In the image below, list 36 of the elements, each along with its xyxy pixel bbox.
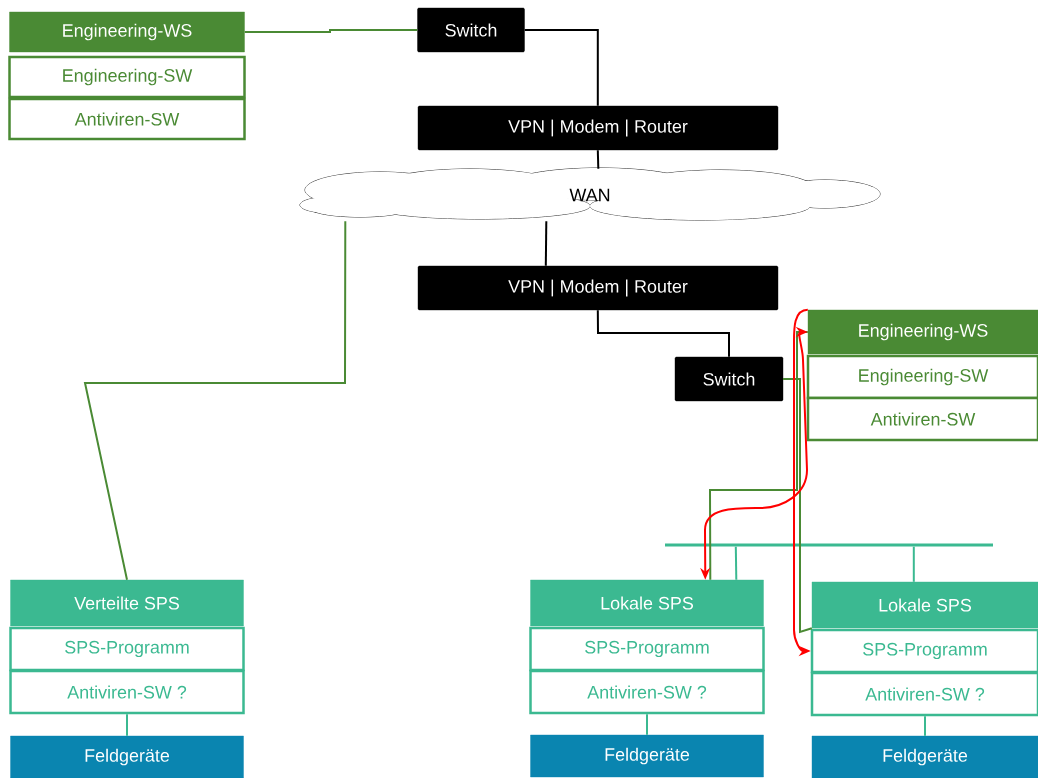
controller-box: Verteilte SPS bbox=[10, 579, 244, 627]
connection-line bbox=[924, 715, 926, 737]
software-box: SPS-Programm bbox=[810, 628, 1038, 674]
network-device-box: VPN | Modem | Router bbox=[417, 105, 779, 151]
connection-line bbox=[596, 309, 730, 358]
software-box: Antiviren-SW ? bbox=[529, 669, 765, 715]
connection-line bbox=[782, 378, 813, 634]
network-device-box: Switch bbox=[674, 356, 784, 402]
connection-line bbox=[596, 149, 600, 170]
connection-line bbox=[243, 29, 419, 33]
station-box: Engineering-WS bbox=[9, 11, 245, 53]
bus-line bbox=[665, 543, 993, 547]
connection-line bbox=[544, 220, 548, 267]
wan-cloud: WAN bbox=[299, 167, 881, 221]
software-box: Antiviren-SW ? bbox=[810, 671, 1038, 717]
software-box: Antiviren-SW bbox=[806, 396, 1038, 442]
controller-box: Lokale SPS bbox=[811, 581, 1038, 629]
field-device-box: Feldgeräte bbox=[811, 735, 1038, 778]
network-device-box: VPN | Modem | Router bbox=[417, 265, 779, 311]
connection-line bbox=[646, 713, 648, 736]
connection-line bbox=[83, 220, 347, 581]
field-device-box: Feldgeräte bbox=[530, 734, 764, 778]
connection-line bbox=[126, 713, 128, 737]
connection-line bbox=[709, 378, 798, 581]
software-box: Antiviren-SW bbox=[8, 97, 246, 141]
connection-line bbox=[523, 29, 599, 107]
software-box: SPS-Programm bbox=[9, 626, 245, 672]
node-label: WAN bbox=[569, 188, 610, 202]
controller-box: Lokale SPS bbox=[530, 579, 764, 627]
software-box: Engineering-SW bbox=[8, 55, 246, 99]
field-device-box: Feldgeräte bbox=[10, 735, 244, 778]
network-device-box: Switch bbox=[417, 7, 525, 53]
software-box: SPS-Programm bbox=[529, 626, 765, 672]
software-box: Engineering-SW bbox=[806, 354, 1038, 400]
station-box: Engineering-WS bbox=[807, 309, 1038, 355]
software-box: Antiviren-SW ? bbox=[9, 669, 245, 715]
